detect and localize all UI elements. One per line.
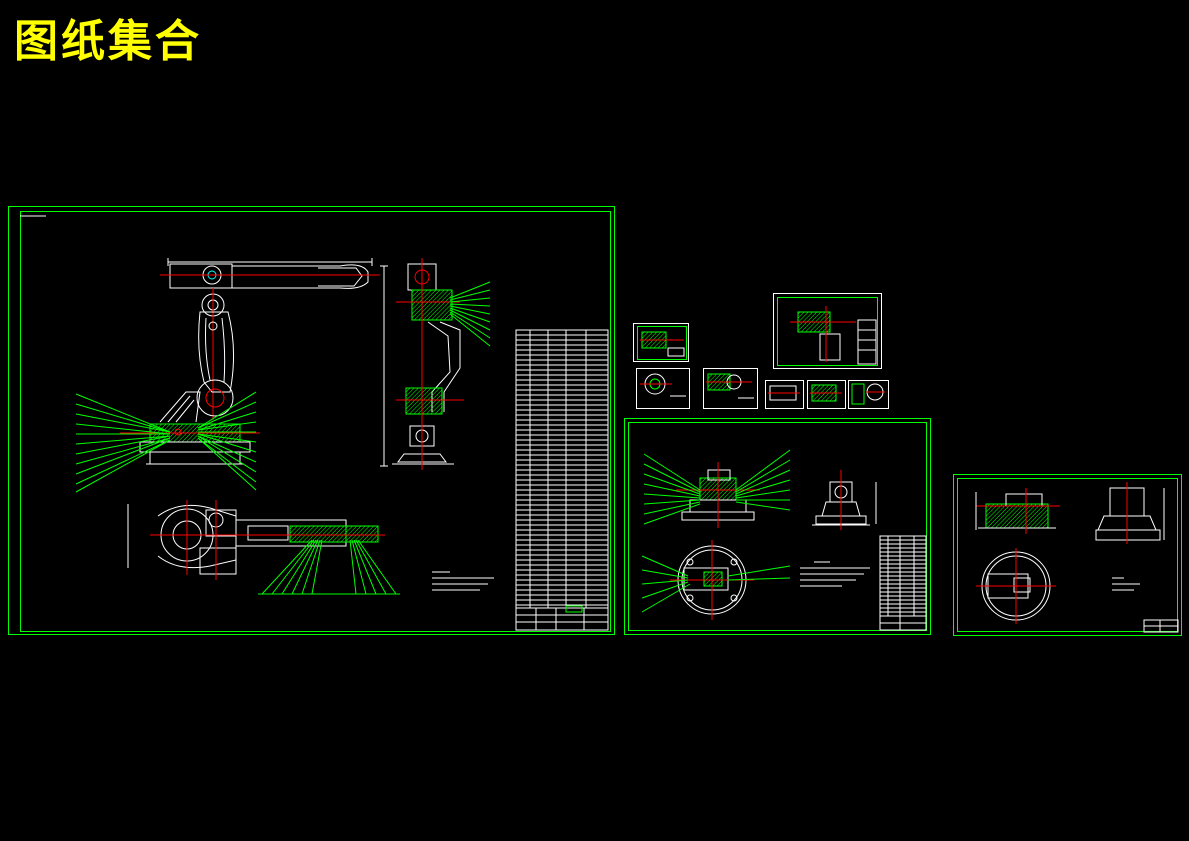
drawing-collection-title: 图纸集合 (14, 16, 202, 67)
sheet-inner-border (20, 211, 611, 632)
leader-lines-right (197, 391, 257, 491)
arm-plan-view (127, 500, 385, 580)
part-drawing-1[interactable] (633, 323, 689, 362)
part-drawing-4[interactable] (765, 380, 804, 409)
assembly-drawing-sheet[interactable] (8, 206, 615, 635)
base-part-elevation (1095, 482, 1165, 544)
base-side-view (812, 470, 877, 530)
base-part-section-view (975, 488, 1060, 534)
base-part-notes (1112, 577, 1140, 591)
arm-elevation-view (120, 258, 380, 465)
part-drawing-3[interactable] (703, 368, 758, 409)
leader-lines-left (75, 393, 171, 493)
technical-notes (432, 571, 494, 591)
base-assembly-sheet[interactable] (624, 418, 931, 635)
base-parts-list-rows (880, 539, 926, 613)
parts-list-rows (516, 334, 608, 606)
part-drawing-2[interactable] (636, 368, 690, 409)
base-technical-notes (800, 561, 870, 587)
base-part-title-block (1143, 619, 1179, 633)
base-leader-lines (643, 449, 791, 525)
base-title-block (879, 615, 927, 631)
title-block (515, 605, 609, 631)
base-part-sheet[interactable] (953, 474, 1182, 636)
parts-list-table (515, 329, 609, 609)
base-elevation-view (676, 462, 760, 528)
leader-lines-plan (258, 539, 400, 595)
part-drawing-6[interactable] (848, 380, 889, 409)
sheet-outer-border (8, 206, 615, 635)
arm-side-view (380, 258, 464, 470)
leader-lines-side (449, 281, 491, 347)
part-drawing-7[interactable] (773, 293, 882, 369)
base-plan-leaders (641, 555, 791, 613)
base-part-plan-view (976, 548, 1056, 624)
part-drawing-5[interactable] (807, 380, 846, 409)
